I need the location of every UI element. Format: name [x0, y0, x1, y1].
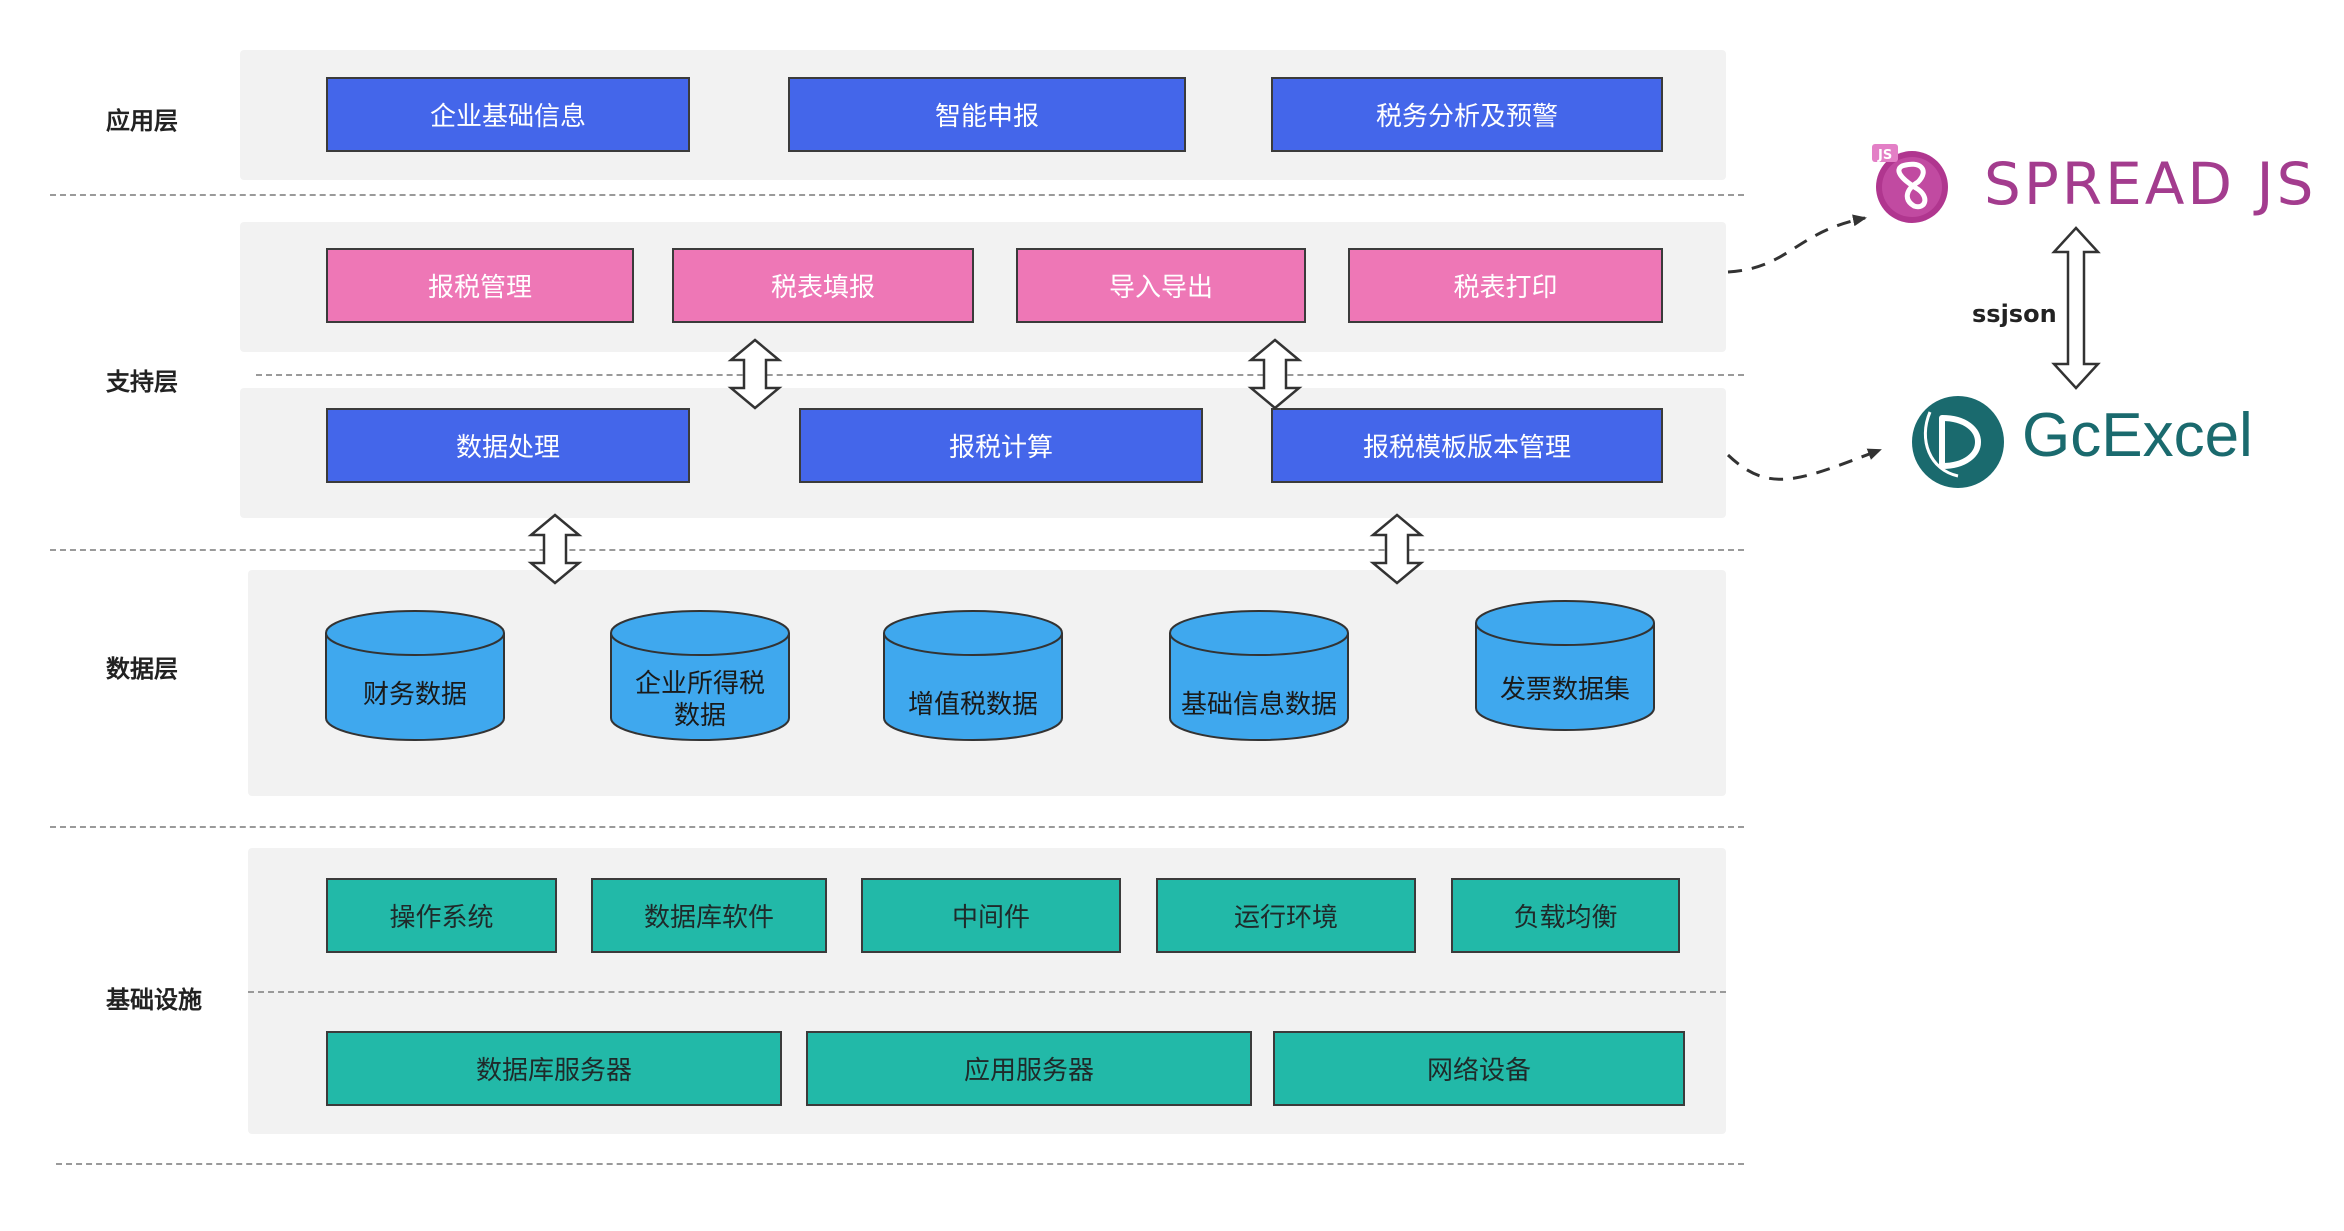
support-layer-label: 支持层 — [106, 368, 178, 396]
support-item-tax-calculation[interactable]: 报税计算 — [799, 408, 1203, 483]
data-layer-label: 数据层 — [106, 655, 178, 683]
spreadjs-badge: JS — [1878, 148, 1893, 163]
app-item-basic-info[interactable]: 企业基础信息 — [326, 77, 690, 152]
vertical-double-arrow-icon — [2051, 226, 2101, 390]
spreadjs-wordmark: SPREAD JS — [1984, 150, 2317, 218]
double-arrow-icon — [527, 513, 583, 585]
double-arrow-icon — [1247, 338, 1303, 410]
database-cylinder — [325, 610, 505, 741]
database-cylinder — [883, 610, 1063, 741]
database-cylinder — [1475, 600, 1655, 731]
support-item-data-processing[interactable]: 数据处理 — [326, 408, 690, 483]
application-layer-label: 应用层 — [106, 107, 178, 135]
gcexcel-logo-icon — [1912, 396, 2004, 488]
data-item-invoice: 发票数据集 — [1499, 674, 1630, 705]
data-item-corporate-income-tax: 企业所得税数据 — [634, 668, 765, 732]
app-item-tax-analysis[interactable]: 税务分析及预警 — [1271, 77, 1663, 152]
spreadjs-logo-icon — [1872, 144, 1948, 223]
infra-item-load-balancing[interactable]: 负载均衡 — [1451, 878, 1680, 953]
app-item-smart-declaration[interactable]: 智能申报 — [788, 77, 1186, 152]
support-item-template-version[interactable]: 报税模板版本管理 — [1271, 408, 1663, 483]
data-item-vat: 增值税数据 — [907, 689, 1038, 720]
double-arrow-icon — [1369, 513, 1425, 585]
data-item-financial: 财务数据 — [362, 679, 467, 710]
infra-item-app-server[interactable]: 应用服务器 — [806, 1031, 1252, 1106]
infra-item-middleware[interactable]: 中间件 — [861, 878, 1121, 953]
database-cylinder — [610, 610, 790, 741]
separator-line — [56, 1163, 1744, 1165]
infra-item-runtime[interactable]: 运行环境 — [1156, 878, 1416, 953]
infra-item-db-server[interactable]: 数据库服务器 — [326, 1031, 782, 1106]
data-item-basic-info: 基础信息数据 — [1180, 689, 1337, 720]
double-arrow-icon — [727, 338, 783, 410]
support-item-form-print[interactable]: 税表打印 — [1348, 248, 1663, 323]
separator-line — [50, 194, 1744, 196]
ssjson-label: ssjson — [1972, 300, 2057, 328]
separator-line — [248, 991, 1726, 993]
dashed-arrow-to-gcexcel — [1726, 448, 1882, 481]
infra-item-os[interactable]: 操作系统 — [326, 878, 557, 953]
infrastructure-layer-label: 基础设施 — [106, 986, 202, 1014]
separator-line — [256, 374, 1744, 376]
separator-line — [50, 826, 1744, 828]
infra-item-db-software[interactable]: 数据库软件 — [591, 878, 827, 953]
support-item-import-export[interactable]: 导入导出 — [1016, 248, 1306, 323]
dashed-arrow-to-spreadjs — [1727, 214, 1867, 274]
support-item-form-filling[interactable]: 税表填报 — [672, 248, 974, 323]
separator-line — [50, 549, 1744, 551]
support-item-tax-management[interactable]: 报税管理 — [326, 248, 634, 323]
infra-item-network[interactable]: 网络设备 — [1273, 1031, 1685, 1106]
gcexcel-wordmark: GcExcel — [2022, 401, 2253, 470]
database-cylinder — [1169, 610, 1349, 741]
